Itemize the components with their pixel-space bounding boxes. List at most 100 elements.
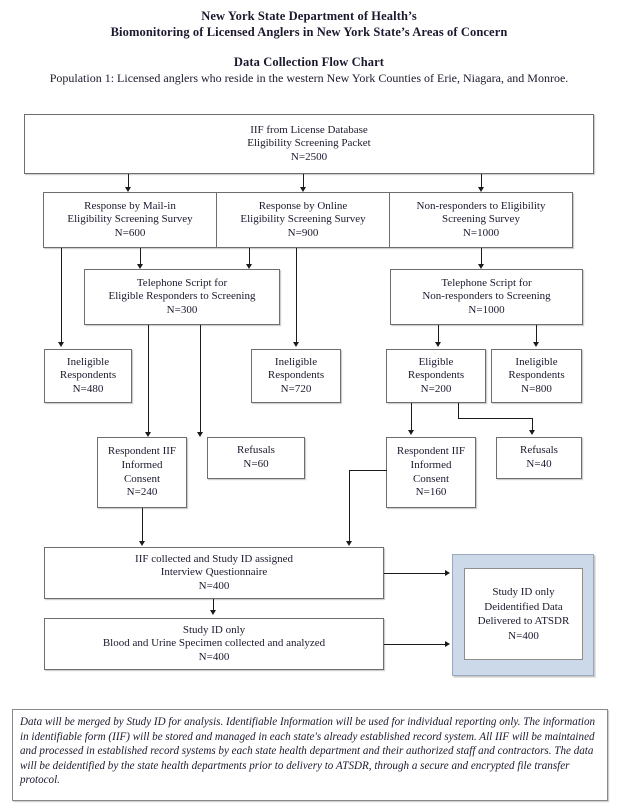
node-response-online: Response by Online Eligibility Screening… — [217, 193, 390, 247]
node-phone-script-nonresponders: Telephone Script for Non-responders to S… — [390, 269, 583, 325]
node-consent-160: Respondent IIF Informed Consent N=160 — [386, 437, 476, 508]
node-ineligible480-count: N=480 — [72, 382, 104, 395]
node-online-count: N=900 — [287, 226, 319, 239]
arrow-mailin-to-phone-eligible — [137, 264, 143, 269]
node-consent160-line2: Informed — [410, 458, 452, 471]
node-eligible200-line2: Respondents — [407, 369, 465, 382]
node-nonresp-count: N=1000 — [462, 226, 500, 239]
node-ineligible720-count: N=720 — [280, 382, 312, 395]
node-source-line2: Eligibility Screening Packet — [247, 137, 371, 150]
arrow-mailin-to-ineligible480 — [58, 342, 64, 347]
arrow-source-to-nonresponders — [478, 187, 484, 192]
node-ineligible-720: Ineligible Respondents N=720 — [251, 349, 341, 403]
node-mailin-line2: Eligibility Screening Survey — [67, 213, 193, 226]
connector-eligible200-refusals-horiz — [458, 418, 532, 419]
node-consent160-count: N=160 — [415, 486, 447, 499]
arrow-iif-to-atsdr — [445, 570, 450, 576]
arrow-eligible200-to-consent160 — [408, 430, 414, 435]
arrow-online-to-phone-eligible — [246, 264, 252, 269]
connector-consent240-to-iif — [142, 508, 143, 544]
node-consent-240: Respondent IIF Informed Consent N=240 — [97, 437, 187, 508]
chart-title: Data Collection Flow Chart — [233, 55, 385, 69]
node-atsdr-count: N=400 — [508, 629, 539, 642]
node-response-mailin: Response by Mail-in Eligibility Screenin… — [44, 193, 217, 247]
node-ineligible480-line1: Ineligible — [66, 355, 110, 368]
org-title-line1: New York State Department of Health’s — [201, 9, 417, 23]
connector-iif-to-specimen — [213, 599, 214, 612]
arrow-consent240-to-iif — [139, 541, 145, 546]
node-iif-count: N=400 — [198, 579, 230, 592]
connector-consent160-horiz — [349, 470, 387, 471]
node-eligible200-count: N=200 — [420, 382, 452, 395]
node-ineligible800-line2: Respondents — [508, 369, 565, 382]
arrow-source-to-online — [300, 187, 306, 192]
arrow-specimen-to-atsdr — [445, 641, 450, 647]
node-online-line1: Response by Online — [258, 199, 348, 212]
node-specimen-collected: Study ID only Blood and Urine Specimen c… — [44, 618, 384, 670]
response-row: Response by Mail-in Eligibility Screenin… — [43, 192, 573, 248]
node-consent240-line3: Consent — [123, 472, 161, 485]
node-phone-nonresp-line1: Telephone Script for — [441, 276, 532, 289]
node-ineligible720-line2: Respondents — [267, 369, 325, 382]
node-mailin-count: N=600 — [114, 226, 146, 239]
node-ineligible-480: Ineligible Respondents N=480 — [44, 349, 132, 403]
node-refusals-60: Refusals N=60 — [207, 437, 305, 479]
arrow-consent160-to-iif — [346, 541, 352, 546]
node-refusals60-line1: Refusals — [237, 444, 275, 457]
connector-source-online — [303, 174, 304, 190]
node-consent160-line3: Consent — [412, 472, 450, 485]
node-nonresp-line2: Screening Survey — [442, 213, 520, 226]
node-consent160-line1: Respondent IIF — [396, 445, 466, 458]
org-title-line2: Biomonitoring of Licensed Anglers in New… — [110, 25, 508, 39]
node-atsdr-line1: Study ID only — [492, 586, 555, 598]
connector-nonresp-to-phone — [481, 248, 482, 267]
node-refusals40-line1: Refusals — [520, 444, 558, 457]
connector-source-trunk — [128, 174, 129, 190]
connector-specimen-to-atsdr — [384, 644, 446, 645]
connector-phonenr-to-ineligible800 — [536, 325, 537, 344]
node-nonresp-line1: Non-responders to Eligibility — [416, 199, 546, 212]
node-atsdr-line3: Delivered to ATSDR — [477, 615, 570, 627]
node-consent240-line1: Respondent IIF — [107, 445, 177, 458]
node-iif-line2: Interview Questionnaire — [160, 566, 268, 579]
node-ineligible-800: Ineligible Respondents N=800 — [491, 349, 582, 403]
node-ineligible720-line1: Ineligible — [274, 355, 318, 368]
node-refusals40-count: N=40 — [526, 458, 552, 470]
arrow-phone-to-refusals60 — [197, 432, 203, 437]
node-iif-line1: IIF collected and Study ID assigned — [135, 552, 293, 565]
node-atsdr-line2: Deidentified Data — [484, 600, 563, 613]
node-consent240-count: N=240 — [126, 486, 158, 499]
connector-eligible200-refusals-drop — [532, 418, 533, 432]
connector-phonenr-to-eligible200 — [438, 325, 439, 344]
node-non-responders: Non-responders to Eligibility Screening … — [390, 193, 572, 247]
arrow-source-to-mailin — [125, 187, 131, 192]
node-phone-nonresp-count: N=1000 — [468, 303, 505, 316]
arrow-phone-to-consent240 — [145, 432, 151, 437]
connector-phone-to-consent240 — [148, 325, 149, 434]
arrow-iif-to-specimen — [210, 610, 216, 615]
connector-eligible200-refusals-stub — [458, 403, 459, 418]
node-iif-collected: IIF collected and Study ID assigned Inte… — [44, 547, 384, 599]
node-source-line1: IIF from License Database — [250, 123, 368, 136]
arrow-eligible200-to-refusals40 — [529, 430, 535, 435]
node-phone-eligible-line1: Telephone Script for — [136, 276, 228, 289]
node-eligible200-line1: Eligible — [418, 355, 454, 368]
connector-mailin-to-phone — [140, 248, 141, 267]
node-ineligible800-line1: Ineligible — [515, 355, 558, 368]
node-phone-eligible-count: N=300 — [166, 303, 198, 316]
arrow-phonenr-to-eligible200 — [435, 342, 441, 347]
node-specimen-line2: Blood and Urine Specimen collected and a… — [102, 637, 326, 650]
arrow-nonresp-to-phone — [478, 264, 484, 269]
node-refusals-40: Refusals N=40 — [496, 437, 582, 479]
node-source-count: N=2500 — [290, 150, 328, 163]
node-refusals60-count: N=60 — [243, 458, 269, 470]
node-consent240-line2: Informed — [121, 458, 163, 471]
node-specimen-line1: Study ID only — [182, 623, 246, 636]
privacy-note: Data will be merged by Study ID for anal… — [12, 709, 608, 801]
connector-eligible200-to-consent160 — [411, 403, 412, 432]
connector-iif-to-atsdr — [384, 573, 446, 574]
arrow-online-to-ineligible720 — [293, 342, 299, 347]
node-phone-script-eligible: Telephone Script for Eligible Responders… — [84, 269, 280, 325]
node-eligible-200: Eligible Respondents N=200 — [386, 349, 486, 403]
